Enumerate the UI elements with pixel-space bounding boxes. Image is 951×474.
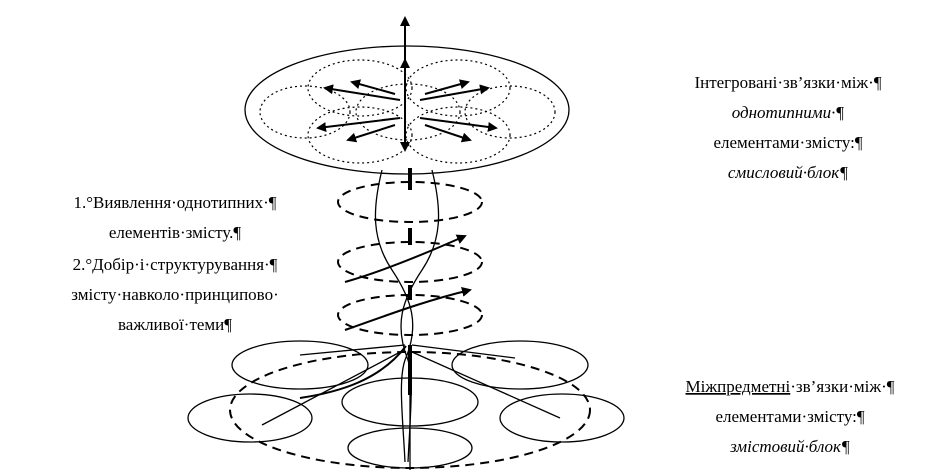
top-label-line-1: Інтегровані·зв’язки·між·¶ (694, 73, 881, 92)
top-label-line-3: елементами·змісту:¶ (713, 133, 862, 152)
semantic-block-arrows (316, 16, 498, 152)
left-process-label: 1.°Виявлення·однотипних·¶ елементів·зміс… (71, 193, 279, 334)
spiral-arrows (299, 234, 472, 399)
bottom-block-label: Міжпредметні·зв’язки·між·¶ елементами·зм… (686, 377, 895, 456)
left-label-line-2: елементів·змісту.¶ (109, 223, 242, 242)
content-block-subject-circles (187, 340, 625, 469)
top-label-line-2: однотипними·¶ (732, 103, 845, 122)
semantic-block-inner-circles (259, 59, 556, 164)
content-block (187, 340, 625, 470)
top-block-label: Інтегровані·зв’язки·між·¶ однотипними·¶ … (694, 73, 881, 182)
content-block-links (261, 344, 561, 470)
top-label-line-4: смисловий·блок¶ (728, 163, 848, 182)
twisted-core (374, 169, 440, 463)
bottom-label-word-1: Міжпредметні (686, 377, 791, 396)
bottom-label-line-1-rest: ·зв’язки·між·¶ (790, 377, 895, 396)
semantic-block-outer-ellipse (244, 45, 570, 175)
semantic-block (244, 16, 570, 175)
left-label-line-5: важливої·теми¶ (118, 315, 232, 334)
bottom-label-line-2: елементами·змісту:¶ (715, 407, 864, 426)
left-label-line-3: 2.°Добір·і·структурування·¶ (73, 255, 278, 274)
bottom-label-line-1: Міжпредметні·зв’язки·між·¶ (686, 377, 895, 396)
spiral-dashed-rings (337, 181, 483, 336)
bottom-label-line-3: змістовий·блок¶ (729, 437, 850, 456)
left-label-line-1: 1.°Виявлення·однотипних·¶ (73, 193, 276, 212)
left-label-line-4: змісту·навколо·принципово· (71, 285, 279, 304)
